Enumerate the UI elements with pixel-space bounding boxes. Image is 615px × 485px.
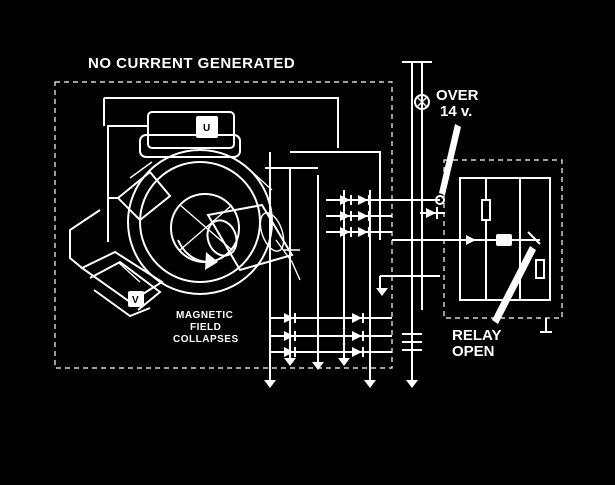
field-label-line2: FIELD [190, 322, 221, 333]
battery-icon [402, 333, 422, 351]
coil-u-mark: U [203, 123, 210, 134]
diagram-title: NO CURRENT GENERATED [88, 55, 295, 72]
wire-top [104, 97, 339, 148]
relay-label-line2: OPEN [452, 343, 495, 360]
relay-icon [459, 177, 551, 301]
over-label-line1: OVER [436, 87, 479, 104]
field-label-line1: MAGNETIC [176, 310, 233, 321]
field-label-line3: COLLAPSES [173, 334, 239, 345]
relay-label-line1: RELAY [452, 327, 501, 344]
wire-v-loop [69, 209, 101, 269]
rotation-arrow-icon [177, 239, 218, 270]
generator-enclosure [54, 81, 393, 369]
wire-u-left [107, 125, 148, 242]
over-label-line2: 14 v. [440, 103, 472, 120]
wire-housing-top [290, 151, 381, 240]
relay-pointer [492, 246, 536, 324]
ground-icon [264, 288, 552, 388]
generator-housing-icon [116, 149, 301, 295]
coil-v-mark: V [132, 295, 139, 306]
lamp-icon [414, 94, 430, 110]
coil-u-icon: U [139, 111, 241, 158]
coil-v-icon: V [80, 250, 164, 318]
diode-icon [420, 195, 445, 219]
over-pointer [439, 124, 461, 195]
diode-row-lower [270, 313, 392, 357]
